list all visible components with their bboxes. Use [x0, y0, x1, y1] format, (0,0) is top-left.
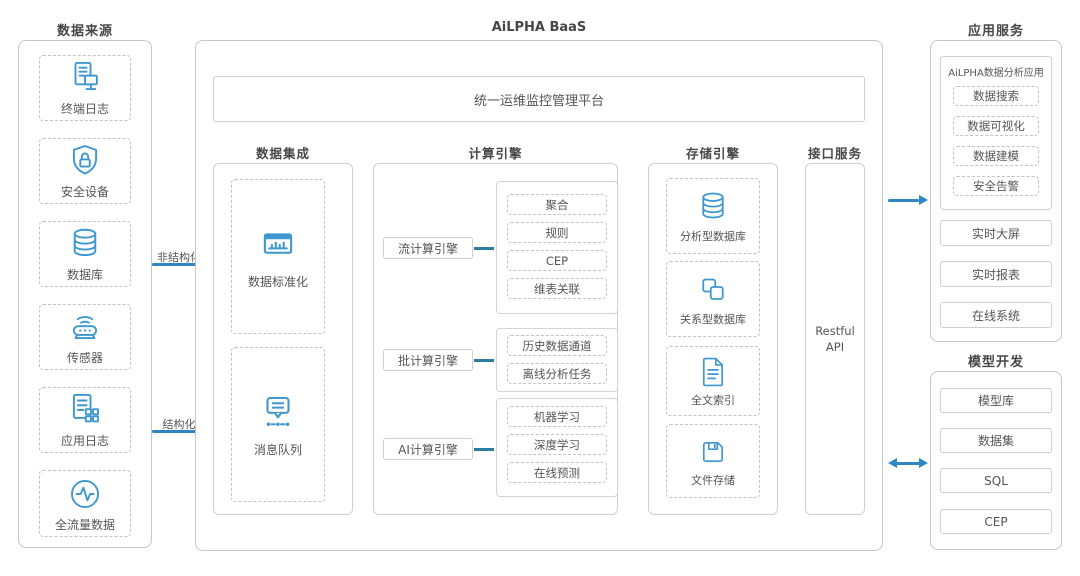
compute-engine-title: 计算引擎 — [468, 146, 523, 161]
file-storage-cell: 文件存储 — [666, 424, 760, 498]
message-queue-cell: 消息队列 — [231, 347, 325, 502]
analysis-app-item: 数据搜索 — [953, 86, 1039, 106]
source-label: 数据库 — [66, 268, 103, 282]
baas-title: AiLPHA BaaS — [491, 20, 587, 35]
data-integration-title: 数据集成 — [255, 146, 310, 161]
ops-platform-bar: 统一运维监控管理平台 — [213, 76, 865, 122]
model-dev-title: 模型开发 — [967, 355, 1024, 370]
terminal-log-icon — [66, 59, 104, 97]
compute-item: 离线分析任务 — [507, 363, 607, 384]
arrow-head-icon — [888, 458, 897, 468]
analytic-db-cell: 分析型数据库 — [666, 178, 760, 254]
model-dev-item: CEP — [940, 509, 1052, 534]
data-standardization-cell: 数据标准化 — [231, 179, 325, 334]
model-dev-item: 数据集 — [940, 428, 1052, 453]
compute-item: 机器学习 — [507, 406, 607, 427]
structured-data-arrow — [152, 430, 223, 433]
unstructured-data-arrow — [152, 263, 223, 266]
compute-item: 维表关联 — [507, 278, 607, 299]
storage-label: 全文索引 — [691, 393, 735, 407]
compute-item: 在线预测 — [507, 462, 607, 483]
security-device-icon — [66, 142, 104, 180]
source-security-device: 安全设备 — [39, 138, 131, 204]
relational-db-cell: 关系型数据库 — [666, 261, 760, 337]
compute-item: 深度学习 — [507, 434, 607, 455]
database-icon — [66, 225, 104, 263]
analysis-app-title: AiLPHA数据分析应用 — [948, 68, 1044, 79]
storage-label: 分析型数据库 — [680, 229, 746, 243]
analytic-db-icon — [695, 189, 731, 225]
api-service-panel: Restful API — [805, 163, 865, 515]
file-storage-icon — [696, 435, 730, 469]
source-terminal-log: 终端日志 — [39, 55, 131, 121]
baas-modeldev-arrow — [896, 461, 920, 465]
app-log-icon — [66, 391, 104, 429]
relational-db-icon — [695, 272, 731, 308]
batch-engine-box: 批计算引擎 — [383, 349, 473, 371]
analysis-app-item: 数据建模 — [953, 146, 1039, 166]
api-service-title: 接口服务 — [807, 146, 862, 161]
source-label: 全流量数据 — [54, 517, 115, 532]
compute-item: 规则 — [507, 222, 607, 243]
arrow-head-icon — [919, 458, 928, 468]
source-label: 终端日志 — [60, 102, 109, 116]
message-queue-icon — [257, 391, 299, 433]
model-dev-item: SQL — [940, 468, 1052, 493]
source-label: 安全设备 — [60, 185, 109, 199]
analysis-app-item: 安全告警 — [953, 176, 1039, 196]
source-label: 传感器 — [66, 351, 103, 365]
source-label: 应用日志 — [60, 434, 109, 448]
compute-item: 聚合 — [507, 194, 607, 215]
integration-label: 消息队列 — [253, 443, 302, 457]
stream-engine-box: 流计算引擎 — [383, 237, 473, 259]
source-database: 数据库 — [39, 221, 131, 287]
batch-engine-connector — [474, 359, 494, 362]
fulltext-index-cell: 全文索引 — [666, 346, 760, 416]
compute-item: 历史数据通道 — [507, 335, 607, 356]
storage-label: 文件存储 — [691, 473, 735, 487]
source-full-traffic: 全流量数据 — [39, 470, 131, 537]
arrow-head-icon — [919, 195, 928, 205]
model-dev-item: 模型库 — [940, 388, 1052, 413]
app-service-item: 在线系统 — [940, 302, 1052, 328]
ai-engine-box: AI计算引擎 — [383, 438, 473, 460]
standardize-icon — [257, 223, 299, 265]
analysis-app-item: 数据可视化 — [953, 116, 1039, 136]
fulltext-index-icon — [696, 355, 730, 389]
full-traffic-icon — [66, 475, 104, 513]
data-sources-panel — [18, 40, 152, 548]
integration-label: 数据标准化 — [247, 275, 308, 289]
source-app-log: 应用日志 — [39, 387, 131, 453]
source-sensor: 传感器 — [39, 304, 131, 370]
sensor-icon — [66, 308, 104, 346]
compute-item: CEP — [507, 250, 607, 271]
app-services-title: 应用服务 — [967, 24, 1024, 39]
stream-engine-connector — [474, 247, 494, 250]
app-service-item: 实时报表 — [940, 261, 1052, 287]
data-sources-title: 数据来源 — [56, 24, 113, 39]
app-service-item: 实时大屏 — [940, 220, 1052, 246]
ai-engine-connector — [474, 448, 494, 451]
storage-label: 关系型数据库 — [680, 312, 746, 326]
baas-to-apps-arrow — [888, 198, 919, 202]
storage-engine-title: 存储引擎 — [685, 146, 740, 161]
